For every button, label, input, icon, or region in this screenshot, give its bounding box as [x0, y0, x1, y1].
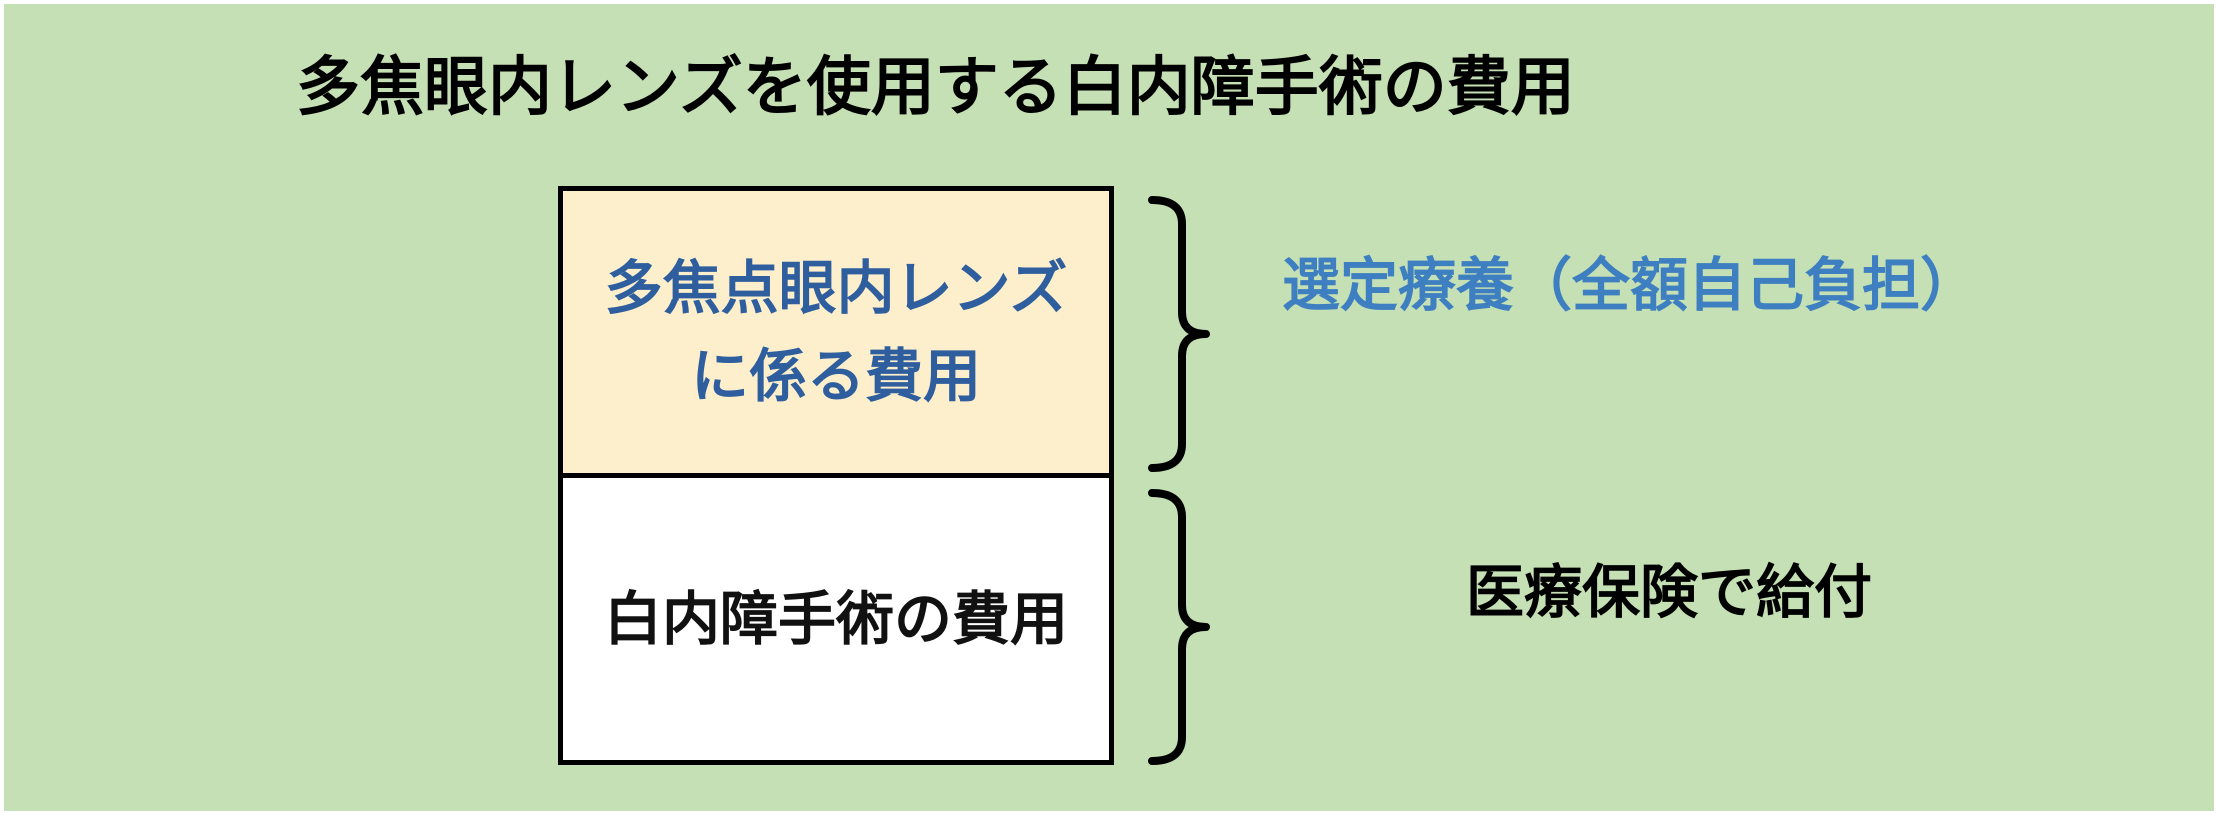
upper-brace [1142, 194, 1212, 474]
diagram-title: 多焦眼内レンズを使用する白内障手術の費用 [296, 51, 1575, 125]
diagram-canvas: 多焦眼内レンズを使用する白内障手術の費用 多焦点眼内レンズ に係る費用 白内障手… [4, 4, 2214, 811]
lower-cost-block-text: 白内障手術の費用 [603, 585, 1068, 653]
lower-label-insurance: 医療保険で給付 [1466, 558, 1873, 626]
upper-cost-line-1: 多焦点眼内レンズ [604, 254, 1068, 322]
upper-cost-block-text: 多焦点眼内レンズ に係る費用 [605, 244, 1068, 420]
upper-brace-icon [1148, 196, 1210, 472]
lower-brace-icon [1148, 489, 1210, 765]
upper-cost-block: 多焦点眼内レンズ に係る費用 [558, 186, 1114, 478]
lower-cost-block: 白内障手術の費用 [558, 473, 1114, 765]
lower-brace [1142, 487, 1212, 767]
upper-cost-line-2: に係る費用 [690, 342, 981, 410]
upper-label-selective-treatment: 選定療養（全額自己負担） [1282, 251, 1979, 319]
